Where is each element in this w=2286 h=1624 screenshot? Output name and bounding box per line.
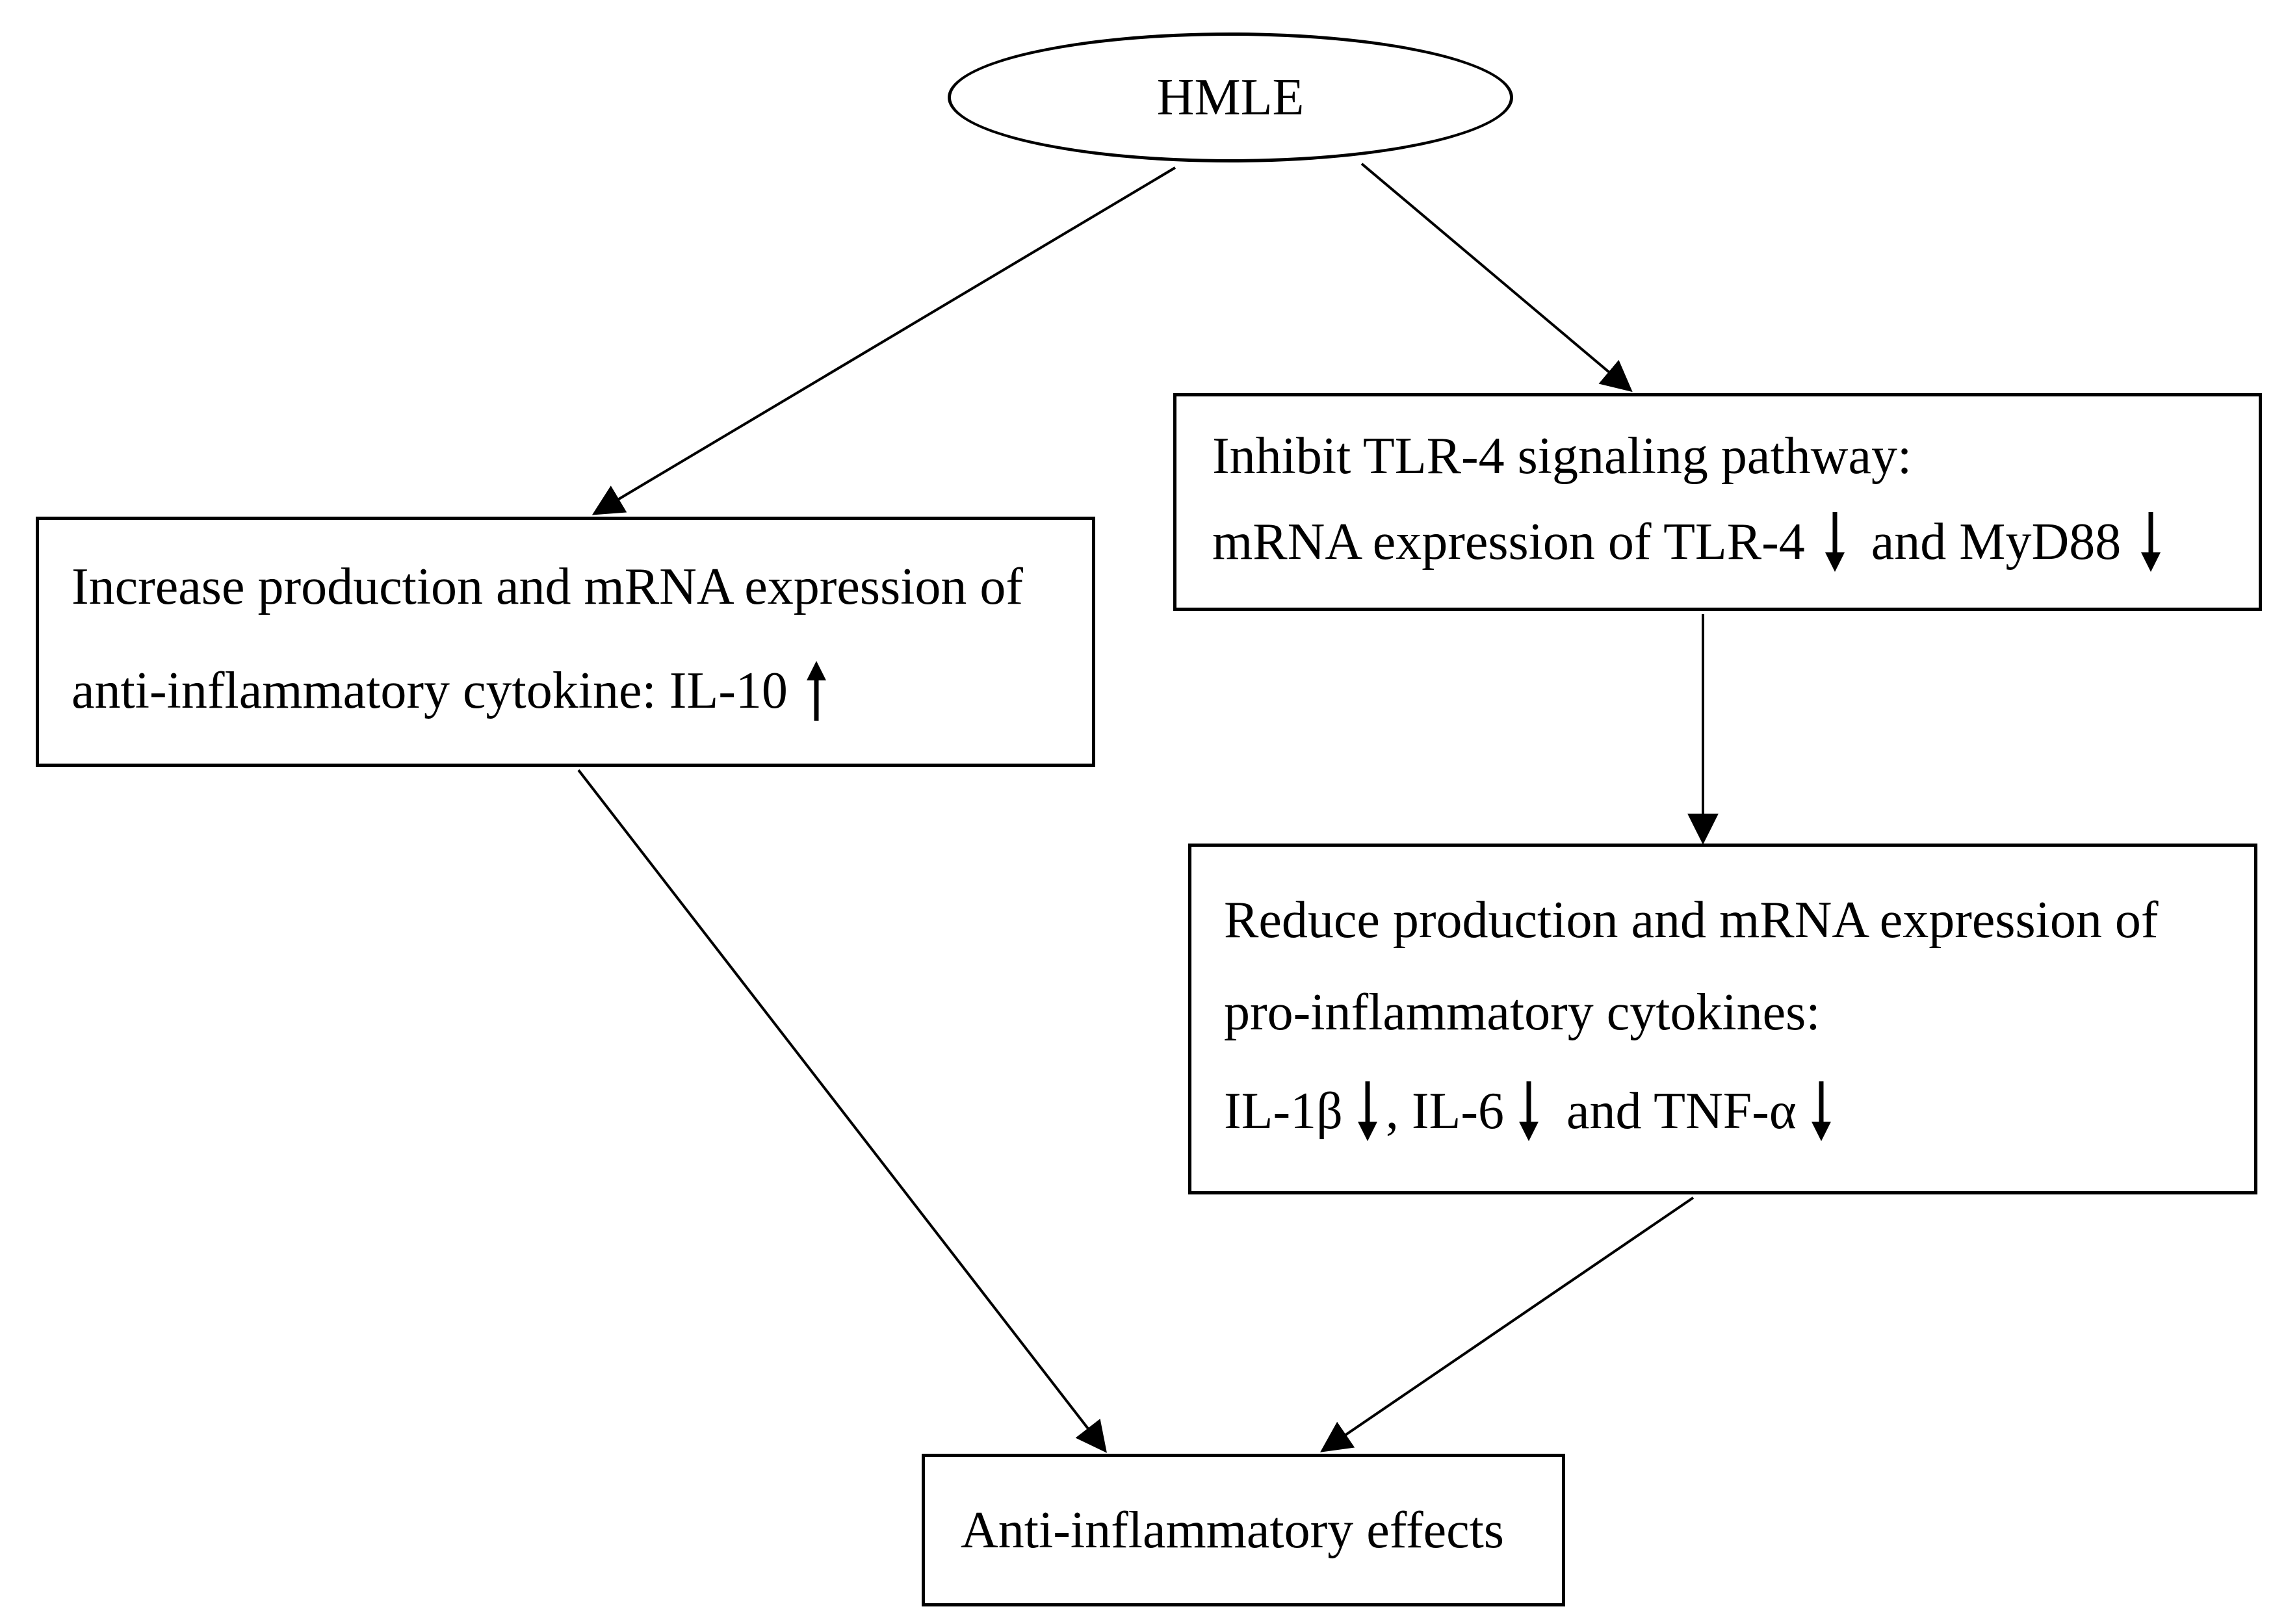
- effects-label: Anti-inflammatory effects: [961, 1501, 1505, 1559]
- down-arrow-icon: [1349, 1079, 1386, 1144]
- hmle-node: HMLE: [948, 32, 1513, 162]
- reduce-line-3-text-3: and TNF-α: [1566, 1083, 1797, 1140]
- down-arrow-icon: [1817, 509, 1853, 574]
- down-arrow-icon: [1803, 1079, 1839, 1144]
- down-arrow-icon: [1511, 1079, 1547, 1144]
- down-arrow-icon: [2133, 509, 2169, 574]
- edge-hmle-to-inhibit: [1360, 162, 1633, 393]
- edge-increase-to-effects: [577, 769, 1107, 1453]
- inhibit-line-2: mRNA expression of TLR-4 and MyD88: [1212, 509, 2259, 574]
- edge-reduce-to-effects: [1320, 1196, 1695, 1452]
- reduce-line-3-text-2: , IL-6: [1385, 1083, 1505, 1140]
- reduce-line-3-text-1: IL-1β: [1224, 1083, 1343, 1140]
- inhibit-line-2-text-2: and MyD88: [1871, 513, 2122, 571]
- reduce-cytokines-box: Reduce production and mRNA expression of…: [1188, 844, 2257, 1194]
- increase-line-1: Increase production and mRNA expression …: [71, 558, 1024, 615]
- reduce-line-3: IL-1β , IL-6 and TNF-α: [1224, 1079, 2254, 1144]
- edge-hmle-to-increase: [591, 166, 1176, 515]
- inhibit-line-2-text-1: mRNA expression of TLR-4: [1212, 513, 1805, 571]
- increase-il10-box: Increase production and mRNA expression …: [36, 517, 1095, 767]
- reduce-line-2: pro-inflammatory cytokines:: [1224, 984, 1821, 1041]
- inhibit-line-1: Inhibit TLR-4 signaling pathway:: [1212, 427, 1912, 485]
- up-arrow-icon: [798, 658, 835, 723]
- hmle-label: HMLE: [1156, 69, 1305, 126]
- increase-line-2: anti-inflammatory cytokine: IL-10: [71, 658, 1092, 723]
- increase-line-2-text: anti-inflammatory cytokine: IL-10: [71, 662, 788, 719]
- anti-inflammatory-effects-box: Anti-inflammatory effects: [922, 1454, 1565, 1606]
- reduce-line-1: Reduce production and mRNA expression of: [1224, 892, 2159, 949]
- inhibit-tlr4-box: Inhibit TLR-4 signaling pathway: mRNA ex…: [1173, 393, 2262, 611]
